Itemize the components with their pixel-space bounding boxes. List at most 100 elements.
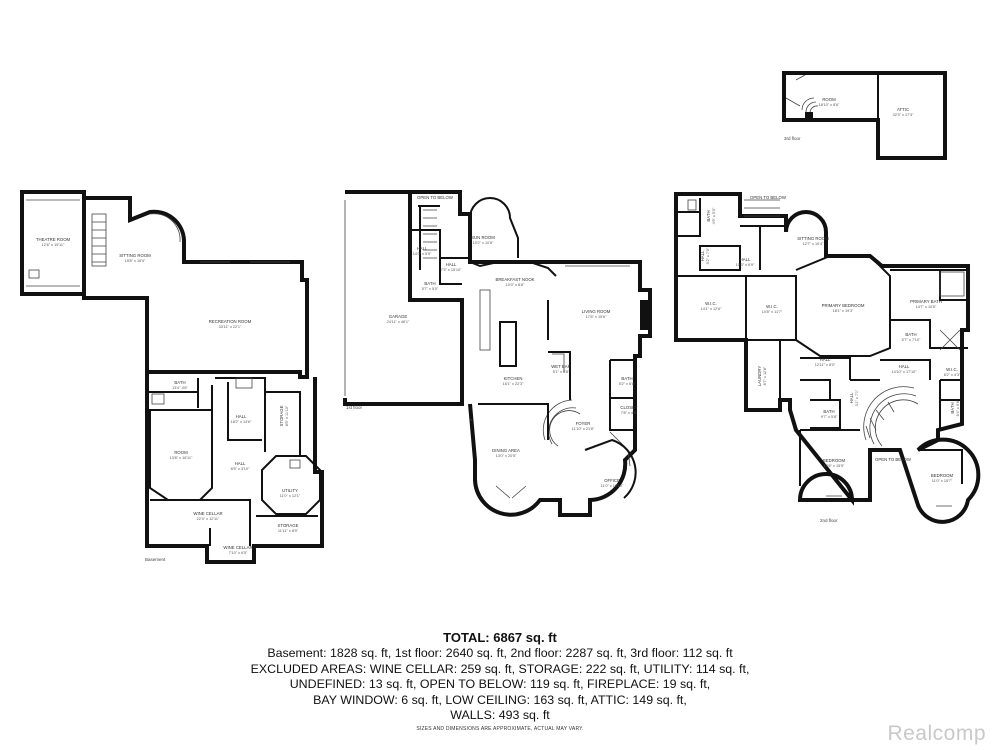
total-area: TOTAL: 6867 sq. ft bbox=[443, 630, 557, 645]
basement-room-label-7: HALL bbox=[235, 461, 246, 466]
third-floor-plan: ROOM 18'10" x 8'6" ATTIC 32'3" x 17'3" 3… bbox=[782, 71, 947, 160]
third-room-dims-0: 18'10" x 8'6" bbox=[819, 103, 840, 107]
second-room-dims-9: 5'7" x 7'10" bbox=[902, 338, 921, 342]
first-room-label-5: BATH bbox=[424, 281, 435, 286]
first-room-dims-8: 16'1" x 22'3" bbox=[503, 382, 524, 386]
basement-room-dims-5: 8'5" x 11'10" bbox=[285, 405, 289, 426]
second-room-dims-13: 6'2" x 4'3" bbox=[944, 373, 961, 377]
second-room-dims-16: 6'4" x 9'8" bbox=[956, 399, 960, 416]
basement-room-label-10: STORAGE bbox=[278, 523, 299, 528]
first-room-label-3: HALL bbox=[446, 262, 457, 267]
second-floor-label: 2nd floor bbox=[820, 518, 838, 523]
second-room-label-1: BATH bbox=[706, 210, 711, 221]
first-room-dims-7: 17'8" x 15'6" bbox=[586, 315, 607, 319]
basement-room-dims-9: 22'4" x 12'11" bbox=[197, 517, 220, 521]
second-room-label-16: BATH bbox=[950, 402, 955, 413]
second-room-dims-11: 12'11" x 8'0" bbox=[815, 363, 836, 367]
second-room-label-11: HALL bbox=[820, 357, 831, 362]
basement-room-label-0: THEATRE ROOM bbox=[36, 237, 71, 242]
second-room-label-10: LAUNDRY bbox=[757, 366, 762, 387]
second-room-dims-15: 3'1" x 7'1" bbox=[855, 389, 859, 406]
second-room-dims-12: 14'10" x 17'10" bbox=[891, 370, 917, 374]
floor-plan-drawing: ROOM 18'10" x 8'6" ATTIC 32'3" x 17'3" 3… bbox=[20, 71, 981, 564]
basement-room-dims-3: 13'4" 4'6" bbox=[172, 386, 188, 390]
second-room-dims-4: 10'3" x 6'9" bbox=[736, 263, 755, 267]
first-room-label-1: HALL bbox=[417, 246, 428, 251]
basement-room-label-5: STORAGE bbox=[279, 405, 284, 426]
second-room-label-8: PRIMARY BATH bbox=[910, 299, 942, 304]
first-room-label-12: FOYER bbox=[576, 421, 591, 426]
second-room-dims-5: 14'1" x 12'6" bbox=[701, 307, 722, 311]
second-room-dims-17: 13'6" x 15'5" bbox=[824, 464, 845, 468]
first-room-dims-10: 5'2" x 6'8" bbox=[619, 382, 636, 386]
second-room-label-2: SITTING ROOM bbox=[797, 236, 829, 241]
basement-room-dims-6: 13'8" x 16'11" bbox=[170, 456, 193, 460]
first-room-label-14: OFFICE bbox=[604, 478, 620, 483]
first-room-dims-5: 5'7" x 5'0" bbox=[422, 287, 439, 291]
first-room-label-13: DINING AREA bbox=[492, 448, 520, 453]
second-room-label-18: OPEN TO BELOW bbox=[875, 457, 912, 462]
first-room-dims-11: 7'8" x 4'5" bbox=[621, 411, 638, 415]
area-summary: TOTAL: 6867 sq. ft Basement: 1828 sq. ft… bbox=[0, 630, 1000, 724]
first-room-dims-9: 5'1" x 8'8" bbox=[553, 370, 570, 374]
first-room-dims-14: 11'0" x 16'10" bbox=[601, 484, 624, 488]
basement-room-label-8: UTILITY bbox=[282, 488, 298, 493]
second-room-dims-1: 4'9" x 5'0" bbox=[712, 207, 716, 224]
second-room-dims-6: 10'8" x 11'7" bbox=[762, 310, 783, 314]
third-floor-label: 3rd floor bbox=[784, 136, 801, 141]
second-room-label-4: HALL bbox=[740, 257, 751, 262]
summary-line-walls: WALLS: 493 sq. ft bbox=[450, 708, 550, 723]
second-room-dims-7: 18'1" x 19'3" bbox=[833, 309, 854, 313]
basement-room-dims-8: 11'0" x 12'1" bbox=[280, 494, 301, 498]
second-floor-plan: OPEN TO BELOW BATH 4'9" x 5'0" SITTING R… bbox=[674, 192, 981, 524]
first-room-label-0: OPEN TO BELOW bbox=[417, 195, 454, 200]
second-room-label-14: BATH bbox=[823, 409, 834, 414]
summary-line-floors: Basement: 1828 sq. ft, 1st floor: 2640 s… bbox=[267, 646, 733, 660]
first-room-label-2: SUN ROOM bbox=[471, 235, 495, 240]
first-floor-label: 1st floor bbox=[346, 405, 363, 410]
third-room-label-0: ROOM bbox=[822, 97, 836, 102]
basement-room-dims-7: 8'5" x 3'10" bbox=[231, 467, 250, 471]
first-room-label-11: CLOSET bbox=[620, 405, 638, 410]
basement-plan: THEATRE ROOM 12'6" x 19'11" SITTING ROOM… bbox=[20, 190, 324, 564]
second-room-dims-14: 9'7" x 5'8" bbox=[821, 415, 838, 419]
third-room-dims-1: 32'3" x 17'3" bbox=[893, 113, 914, 117]
second-room-label-17: BEDROOM bbox=[823, 458, 846, 463]
second-room-label-7: PRIMARY BEDROOM bbox=[822, 303, 865, 308]
second-room-dims-19: 11'0" x 15'7" bbox=[932, 479, 953, 483]
first-room-label-8: KITCHEN bbox=[504, 376, 523, 381]
first-room-dims-4: 10'0" x 8'8" bbox=[506, 283, 525, 287]
disclaimer-text: SIZES AND DIMENSIONS ARE APPROXIMATE, AC… bbox=[416, 726, 584, 732]
basement-room-label-11: WINE CELLAR bbox=[223, 545, 252, 550]
second-room-label-3: HALL bbox=[700, 250, 705, 261]
basement-room-label-6: ROOM bbox=[174, 450, 188, 455]
second-room-label-6: W.I.C. bbox=[766, 304, 778, 309]
basement-room-label-4: HALL bbox=[236, 414, 247, 419]
second-room-label-5: W.I.C. bbox=[705, 301, 717, 306]
second-room-dims-3: 5'2" x 7'0" bbox=[706, 247, 710, 264]
summary-line-excluded-2: UNDEFINED: 13 sq. ft, OPEN TO BELOW: 119… bbox=[289, 677, 711, 692]
first-room-label-9: WET BAR bbox=[551, 364, 571, 369]
second-room-dims-8: 14'7" x 10'6" bbox=[916, 305, 937, 309]
first-room-label-6: GARAGE bbox=[389, 314, 408, 319]
basement-room-dims-0: 12'6" x 19'11" bbox=[42, 243, 65, 247]
summary-line-excluded-1: EXCLUDED AREAS: WINE CELLAR: 259 sq. ft,… bbox=[250, 661, 750, 676]
second-room-label-0: OPEN TO BELOW bbox=[750, 195, 787, 200]
third-room-label-1: ATTIC bbox=[897, 107, 909, 112]
first-room-dims-3: 7'3" x 15'10" bbox=[441, 268, 462, 272]
second-room-label-13: W.I.C. bbox=[946, 367, 958, 372]
first-room-label-7: LIVING ROOM bbox=[582, 309, 611, 314]
first-room-dims-2: 10'2" x 10'6" bbox=[473, 241, 494, 245]
basement-room-label-2: RECREATION ROOM bbox=[209, 319, 252, 324]
second-room-label-15: HALL bbox=[849, 392, 854, 403]
second-room-label-12: HALL bbox=[899, 364, 910, 369]
second-room-dims-10: 8'7" x 12'8" bbox=[763, 366, 767, 385]
basement-room-label-3: BATH bbox=[174, 380, 185, 385]
first-room-dims-13: 13'0" x 20'5" bbox=[496, 454, 517, 458]
basement-room-dims-10: 11'11" x 8'9" bbox=[278, 529, 299, 533]
basement-floor-label: Basement bbox=[145, 557, 166, 562]
first-room-label-4: BREAKFAST NOOK bbox=[495, 277, 534, 282]
basement-room-label-9: WINE CELLAR bbox=[193, 511, 222, 516]
second-room-label-9: BATH bbox=[905, 332, 916, 337]
basement-room-dims-4: 18'2" x 14'6" bbox=[231, 420, 252, 424]
